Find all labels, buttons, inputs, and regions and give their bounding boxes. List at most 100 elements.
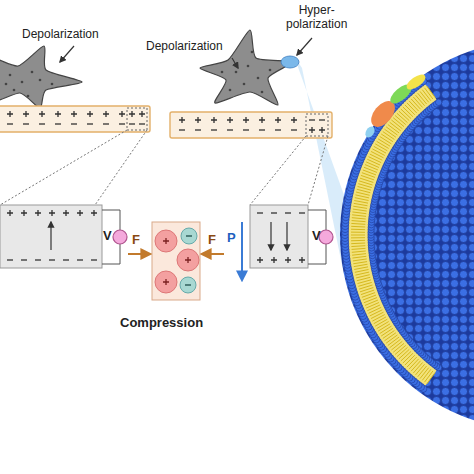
lipid-tail xyxy=(355,198,369,201)
plus-sign xyxy=(55,111,61,117)
lipid-tail xyxy=(351,237,365,238)
plus-sign xyxy=(163,279,169,285)
minus-sign xyxy=(299,212,305,213)
leader-arrow xyxy=(60,46,74,62)
cell-granule xyxy=(243,83,246,86)
plus-sign xyxy=(119,111,125,117)
membrane-rect xyxy=(170,112,332,138)
plus-sign xyxy=(139,111,145,117)
lipid-tail xyxy=(380,326,392,334)
lipid-tail xyxy=(352,251,366,252)
minus-sign xyxy=(195,129,201,130)
lipid-tail xyxy=(352,212,366,214)
plus-sign xyxy=(271,257,277,263)
plus-sign xyxy=(91,210,97,216)
lipid-tail xyxy=(351,245,365,247)
lipid-tail xyxy=(374,146,386,153)
plus-sign xyxy=(185,257,191,263)
lipid-tail xyxy=(375,319,387,326)
lipid-tail xyxy=(370,154,383,160)
minus-sign xyxy=(23,123,29,124)
lipid-tail xyxy=(378,139,390,146)
membrane-strip xyxy=(0,106,150,132)
bilayer-band xyxy=(347,83,437,387)
lipid-tail xyxy=(355,269,369,272)
membrane-section xyxy=(0,205,102,268)
leader-arrow xyxy=(297,38,312,55)
lipid-tail xyxy=(354,203,368,205)
cell-granule xyxy=(13,89,16,92)
lipid-tail xyxy=(427,86,435,97)
vesicle xyxy=(340,40,474,430)
lipid-tail xyxy=(351,235,365,236)
cell-granule xyxy=(251,51,254,54)
lipid-tail xyxy=(352,254,366,256)
negative-ion xyxy=(181,228,197,244)
minus-sign xyxy=(271,212,277,213)
minus-sign xyxy=(211,129,217,130)
minus-sign xyxy=(39,123,45,124)
lipid-tail xyxy=(367,159,380,165)
voltmeter-symbol xyxy=(319,230,333,244)
wire xyxy=(308,244,326,264)
wire xyxy=(102,244,120,264)
positive-ion xyxy=(177,249,199,271)
lipid-tail xyxy=(352,256,366,258)
minus-sign xyxy=(49,259,55,260)
minus-sign xyxy=(179,129,185,130)
plus-sign xyxy=(77,210,83,216)
minus-sign xyxy=(91,259,97,260)
cell-granule xyxy=(21,81,24,84)
cell-granule xyxy=(257,77,260,80)
lipid-tail xyxy=(351,223,365,225)
plus-sign xyxy=(285,257,291,263)
annotation-label: Depolarization xyxy=(22,28,99,42)
lipid-tail xyxy=(351,243,365,245)
lipid-tail xyxy=(366,303,379,309)
polarization-label: P xyxy=(227,231,236,246)
lipid-tail xyxy=(351,240,365,241)
lipid-tail xyxy=(380,136,392,144)
lipid-tail xyxy=(378,324,390,331)
membrane-protein xyxy=(404,72,428,93)
membrane-rect xyxy=(0,106,150,132)
cell-granule xyxy=(51,83,54,86)
minus-sign xyxy=(63,259,69,260)
minus-sign xyxy=(71,123,77,124)
plus-sign xyxy=(71,111,77,117)
annotation-label: Depolarization xyxy=(146,40,223,54)
lipid-tail xyxy=(367,305,380,311)
minus-sign xyxy=(7,123,13,124)
lipid-tail xyxy=(352,218,366,219)
plus-sign xyxy=(179,117,185,123)
lipid-head xyxy=(435,99,441,105)
cell-granule xyxy=(247,65,250,68)
zoom-guide xyxy=(0,130,127,205)
plus-sign xyxy=(257,257,263,263)
plus-sign xyxy=(275,117,281,123)
minus-sign xyxy=(35,259,41,260)
wire xyxy=(308,210,326,230)
plus-sign xyxy=(163,238,169,244)
minus-sign xyxy=(257,212,263,213)
cell-granule xyxy=(235,71,238,74)
minus-sign xyxy=(291,129,297,130)
lipid-tail xyxy=(377,322,389,329)
plus-sign xyxy=(319,127,325,133)
lipid-tail xyxy=(377,141,389,148)
lipid-tail xyxy=(351,232,365,233)
minus-sign xyxy=(103,123,109,124)
lipid-tail xyxy=(372,149,384,156)
plus-sign xyxy=(243,117,249,123)
plus-sign xyxy=(39,111,45,117)
zoom-box xyxy=(127,108,147,130)
lipid-tail xyxy=(352,221,366,222)
plus-sign xyxy=(87,111,93,117)
plus-sign xyxy=(195,117,201,123)
lipid-tail xyxy=(352,248,366,249)
cell-granule xyxy=(27,95,30,98)
plus-sign xyxy=(23,111,29,117)
lipid-tail xyxy=(353,209,367,211)
lipid-tail xyxy=(370,310,383,316)
